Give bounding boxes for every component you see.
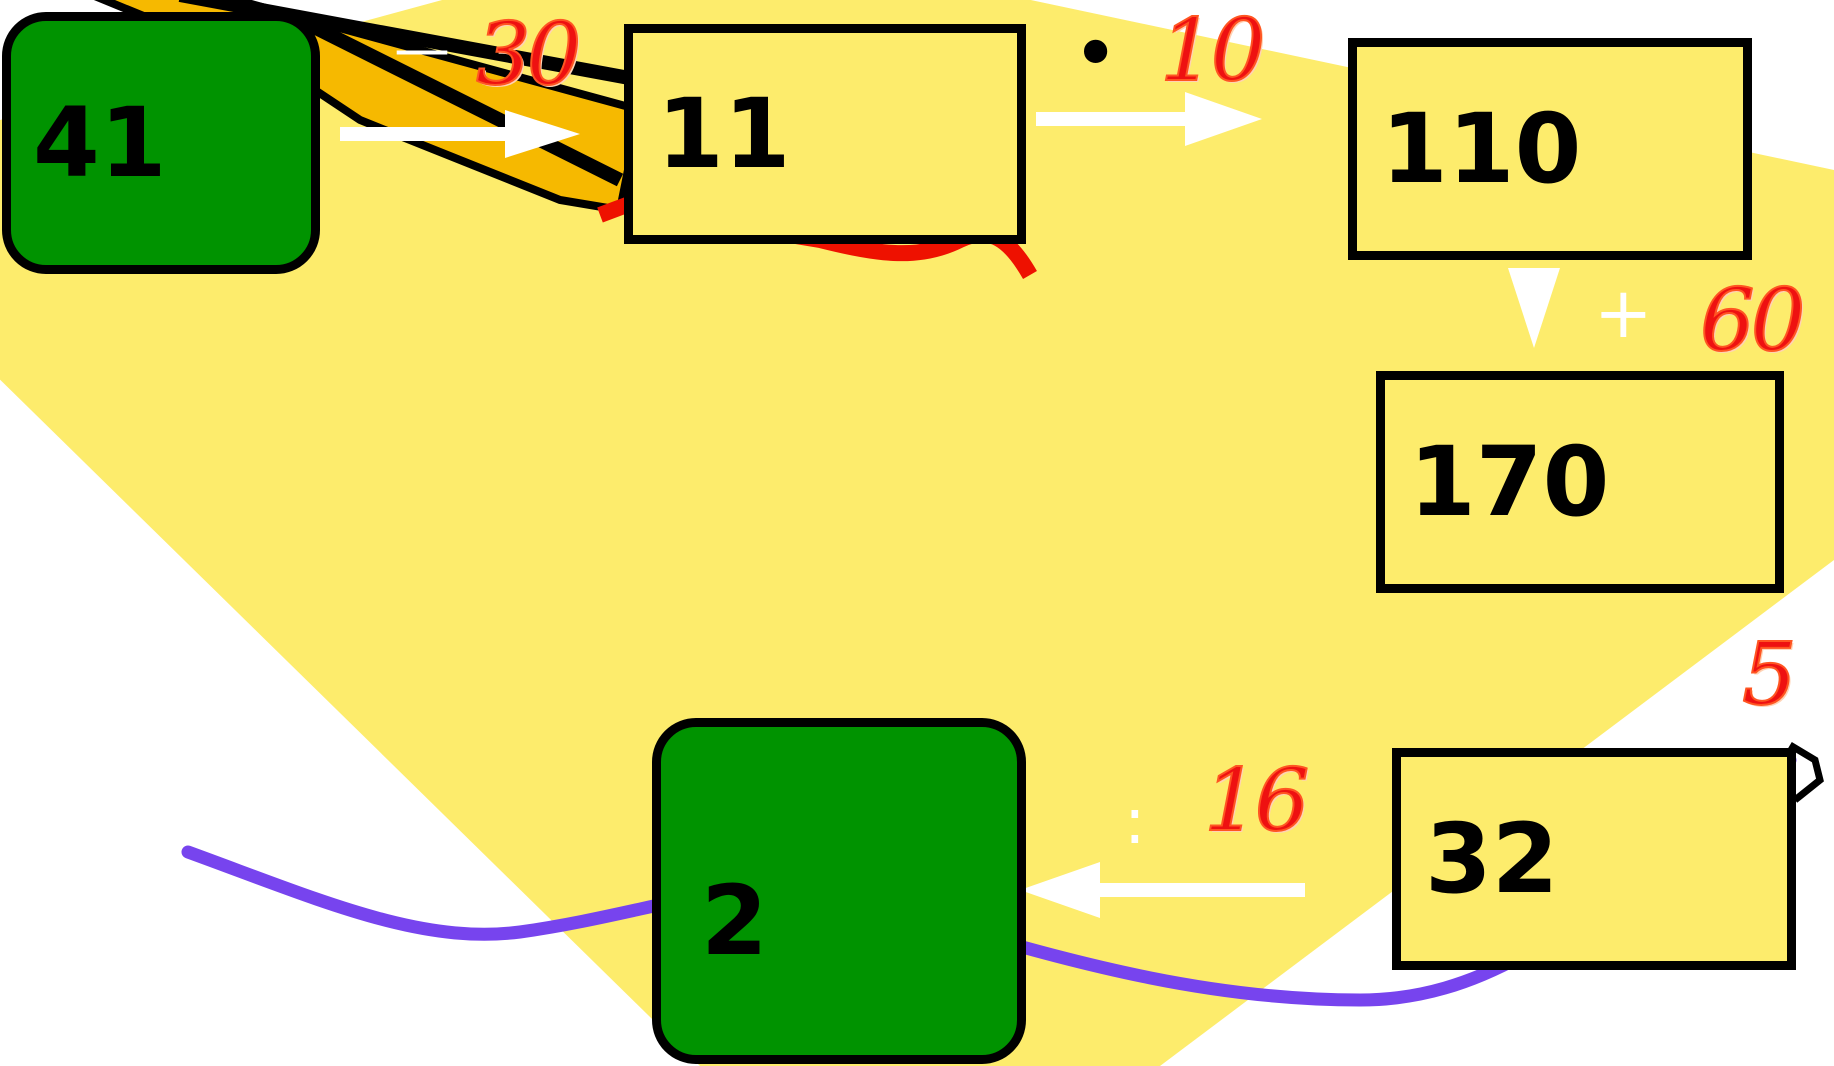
start-box: 41 xyxy=(2,12,320,274)
step4-box: 32 xyxy=(1392,748,1796,970)
step3-box: 170 xyxy=(1376,371,1784,593)
step3-value: 170 xyxy=(1409,426,1610,538)
step2-value: 110 xyxy=(1381,93,1582,205)
arrow-110-to-170 xyxy=(1508,268,1560,348)
step1-value: 11 xyxy=(657,78,791,190)
arrow-41-to-11 xyxy=(340,110,580,158)
minus-operator: — xyxy=(394,17,450,82)
step1-box: 11 xyxy=(624,24,1026,244)
divide-16-operand: 16 xyxy=(1203,751,1310,851)
step4-value: 32 xyxy=(1425,803,1559,915)
arrow-32-to-2 xyxy=(1020,862,1305,918)
plus-operand: 60 xyxy=(1699,271,1806,371)
divide-5-operator: : xyxy=(1660,661,1682,735)
minus-operand: 30 xyxy=(475,5,582,105)
finish-box: 2 xyxy=(652,718,1026,1064)
start-value: 41 xyxy=(33,87,167,199)
times-operator: • xyxy=(1072,7,1120,100)
step2-box: 110 xyxy=(1348,38,1752,260)
divide-16-operator: : xyxy=(1124,785,1146,859)
plus-operator: + xyxy=(1594,272,1653,354)
arrow-11-to-110 xyxy=(1036,92,1262,146)
times-operand: 10 xyxy=(1159,1,1266,101)
finish-value: 2 xyxy=(701,865,768,977)
divide-5-operand: 5 xyxy=(1741,625,1798,725)
